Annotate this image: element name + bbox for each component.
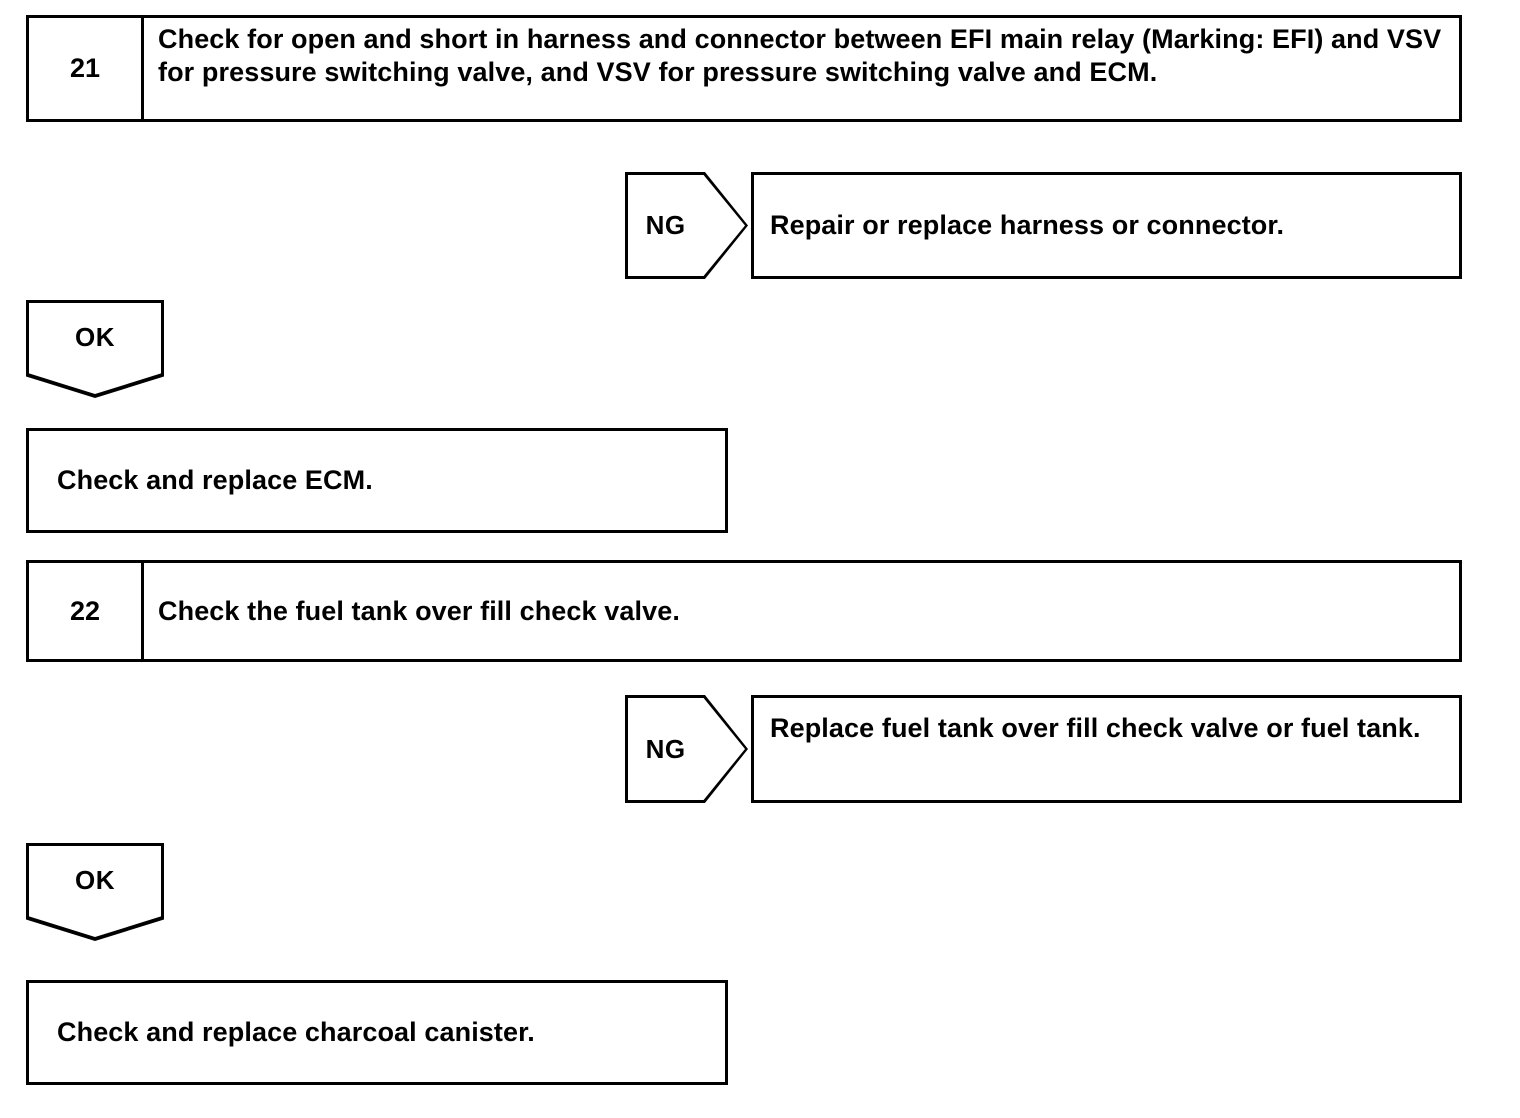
ng-connector-2-label: NG [645, 733, 686, 764]
ok-connector-1-fill [29, 303, 161, 394]
ng-result-text-2: Replace fuel tank over fill check valve … [770, 713, 1421, 743]
ng-connector-2: NG [625, 695, 748, 803]
ok-connector-1-label: OK [75, 321, 115, 352]
step-body-22: Check the fuel tank over fill check valv… [144, 563, 1459, 659]
ng-connector-1: NG [625, 172, 748, 279]
ng-connector-1-label: NG [645, 210, 686, 240]
ng-result-box-2: Replace fuel tank over fill check valve … [751, 695, 1462, 803]
ok-connector-1: OK [26, 300, 164, 398]
ok-connector-2-fill [29, 846, 161, 937]
step-number-21: 21 [29, 18, 144, 119]
action-box-charcoal-canister: Check and replace charcoal canister. [26, 980, 728, 1085]
ok-connector-2-label: OK [75, 864, 115, 895]
step-body-21: Check for open and short in harness and … [144, 18, 1459, 119]
step-box-21: 21 Check for open and short in harness a… [26, 15, 1462, 122]
action-text-charcoal-canister: Check and replace charcoal canister. [57, 1017, 535, 1048]
step-text-21: Check for open and short in harness and … [158, 24, 1442, 87]
ng-result-text-1: Repair or replace harness or connector. [770, 210, 1285, 241]
step-text-22: Check the fuel tank over fill check valv… [158, 595, 680, 626]
step-number-22: 22 [29, 563, 144, 659]
action-text-ecm: Check and replace ECM. [57, 465, 373, 496]
step-box-22: 22 Check the fuel tank over fill check v… [26, 560, 1462, 662]
action-box-ecm: Check and replace ECM. [26, 428, 728, 533]
ok-connector-2: OK [26, 843, 164, 941]
ng-result-box-1: Repair or replace harness or connector. [751, 172, 1462, 279]
